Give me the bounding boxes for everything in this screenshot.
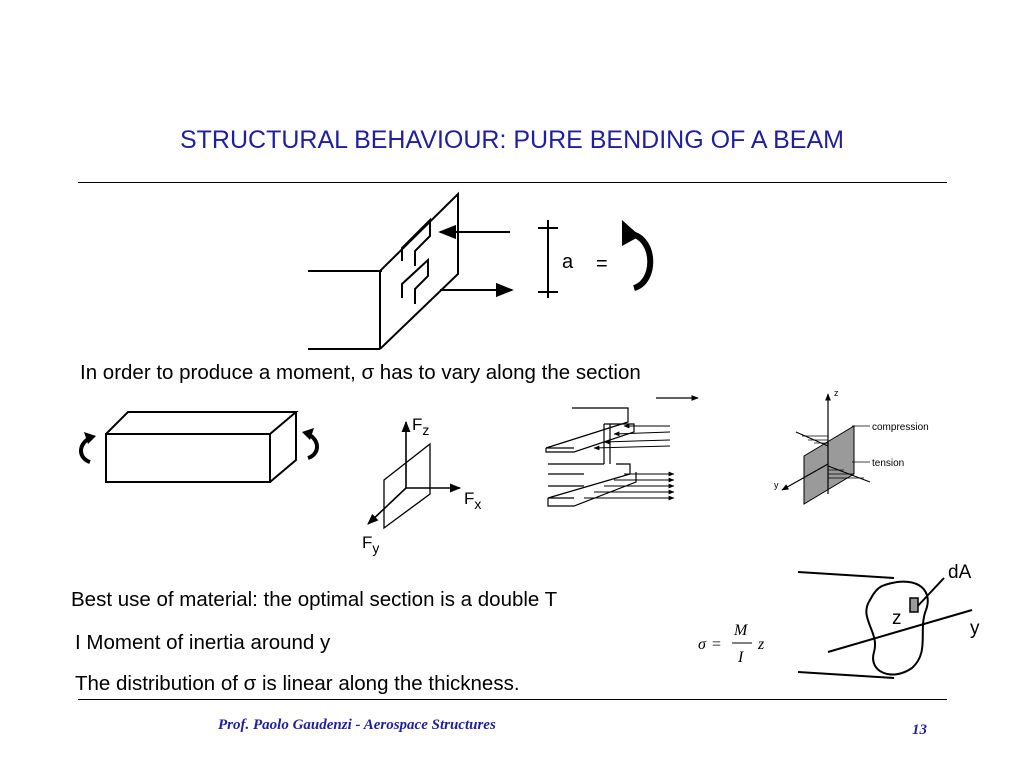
page-number: 13 [912,722,927,738]
fx-subscript: x [474,496,481,512]
distribution-text: The distribution of σ is linear along th… [75,672,520,695]
fz-label: F [412,415,422,434]
svg-text:Fz: Fz [412,415,429,438]
fy-subscript: y [372,540,379,556]
stress-axis-y: y [774,480,779,490]
fx-label: F [464,489,474,508]
best-use-text: Best use of material: the optimal sectio… [71,588,558,611]
flange-stress-figure [545,395,699,507]
formula-variable: z [757,636,765,653]
stress-axis-z: z [834,388,839,398]
equals-sign: = [596,253,608,275]
moment-arrow-icon [630,231,654,291]
formula-denominator: I [737,649,744,666]
formula-numerator: M [733,622,749,639]
tension-label: tension [872,458,904,469]
distance-label: a [562,251,574,273]
cross-section-figure: dA z y [797,562,980,679]
svg-text:Fy: Fy [362,533,379,556]
svg-text:Fx: Fx [464,489,481,512]
force-couple-figure: a = [308,191,654,350]
force-components-figure: Fz Fx Fy [362,415,481,556]
stress-distribution-figure: z y compression tension [774,388,929,505]
section-z-label: z [892,608,902,629]
slide-title: STRUCTURAL BEHAVIOUR: PURE BENDING OF A … [179,126,844,154]
beam-block-figure [79,411,319,483]
compression-label: compression [872,422,929,433]
footer-divider [78,699,947,700]
da-label: dA [948,562,972,583]
title-divider [78,182,947,183]
fz-subscript: z [422,422,429,438]
section-y-label: y [970,618,980,639]
fy-label: F [362,533,372,552]
inertia-text: I Moment of inertia around y [75,631,331,654]
footer-author: Prof. Paolo Gaudenzi - Aerospace Structu… [218,717,496,733]
bending-formula: σ = M I z [698,622,765,666]
formula-equals: = [712,636,721,653]
moment-text: In order to produce a moment, σ has to v… [80,361,641,384]
formula-sigma: σ [698,636,707,653]
